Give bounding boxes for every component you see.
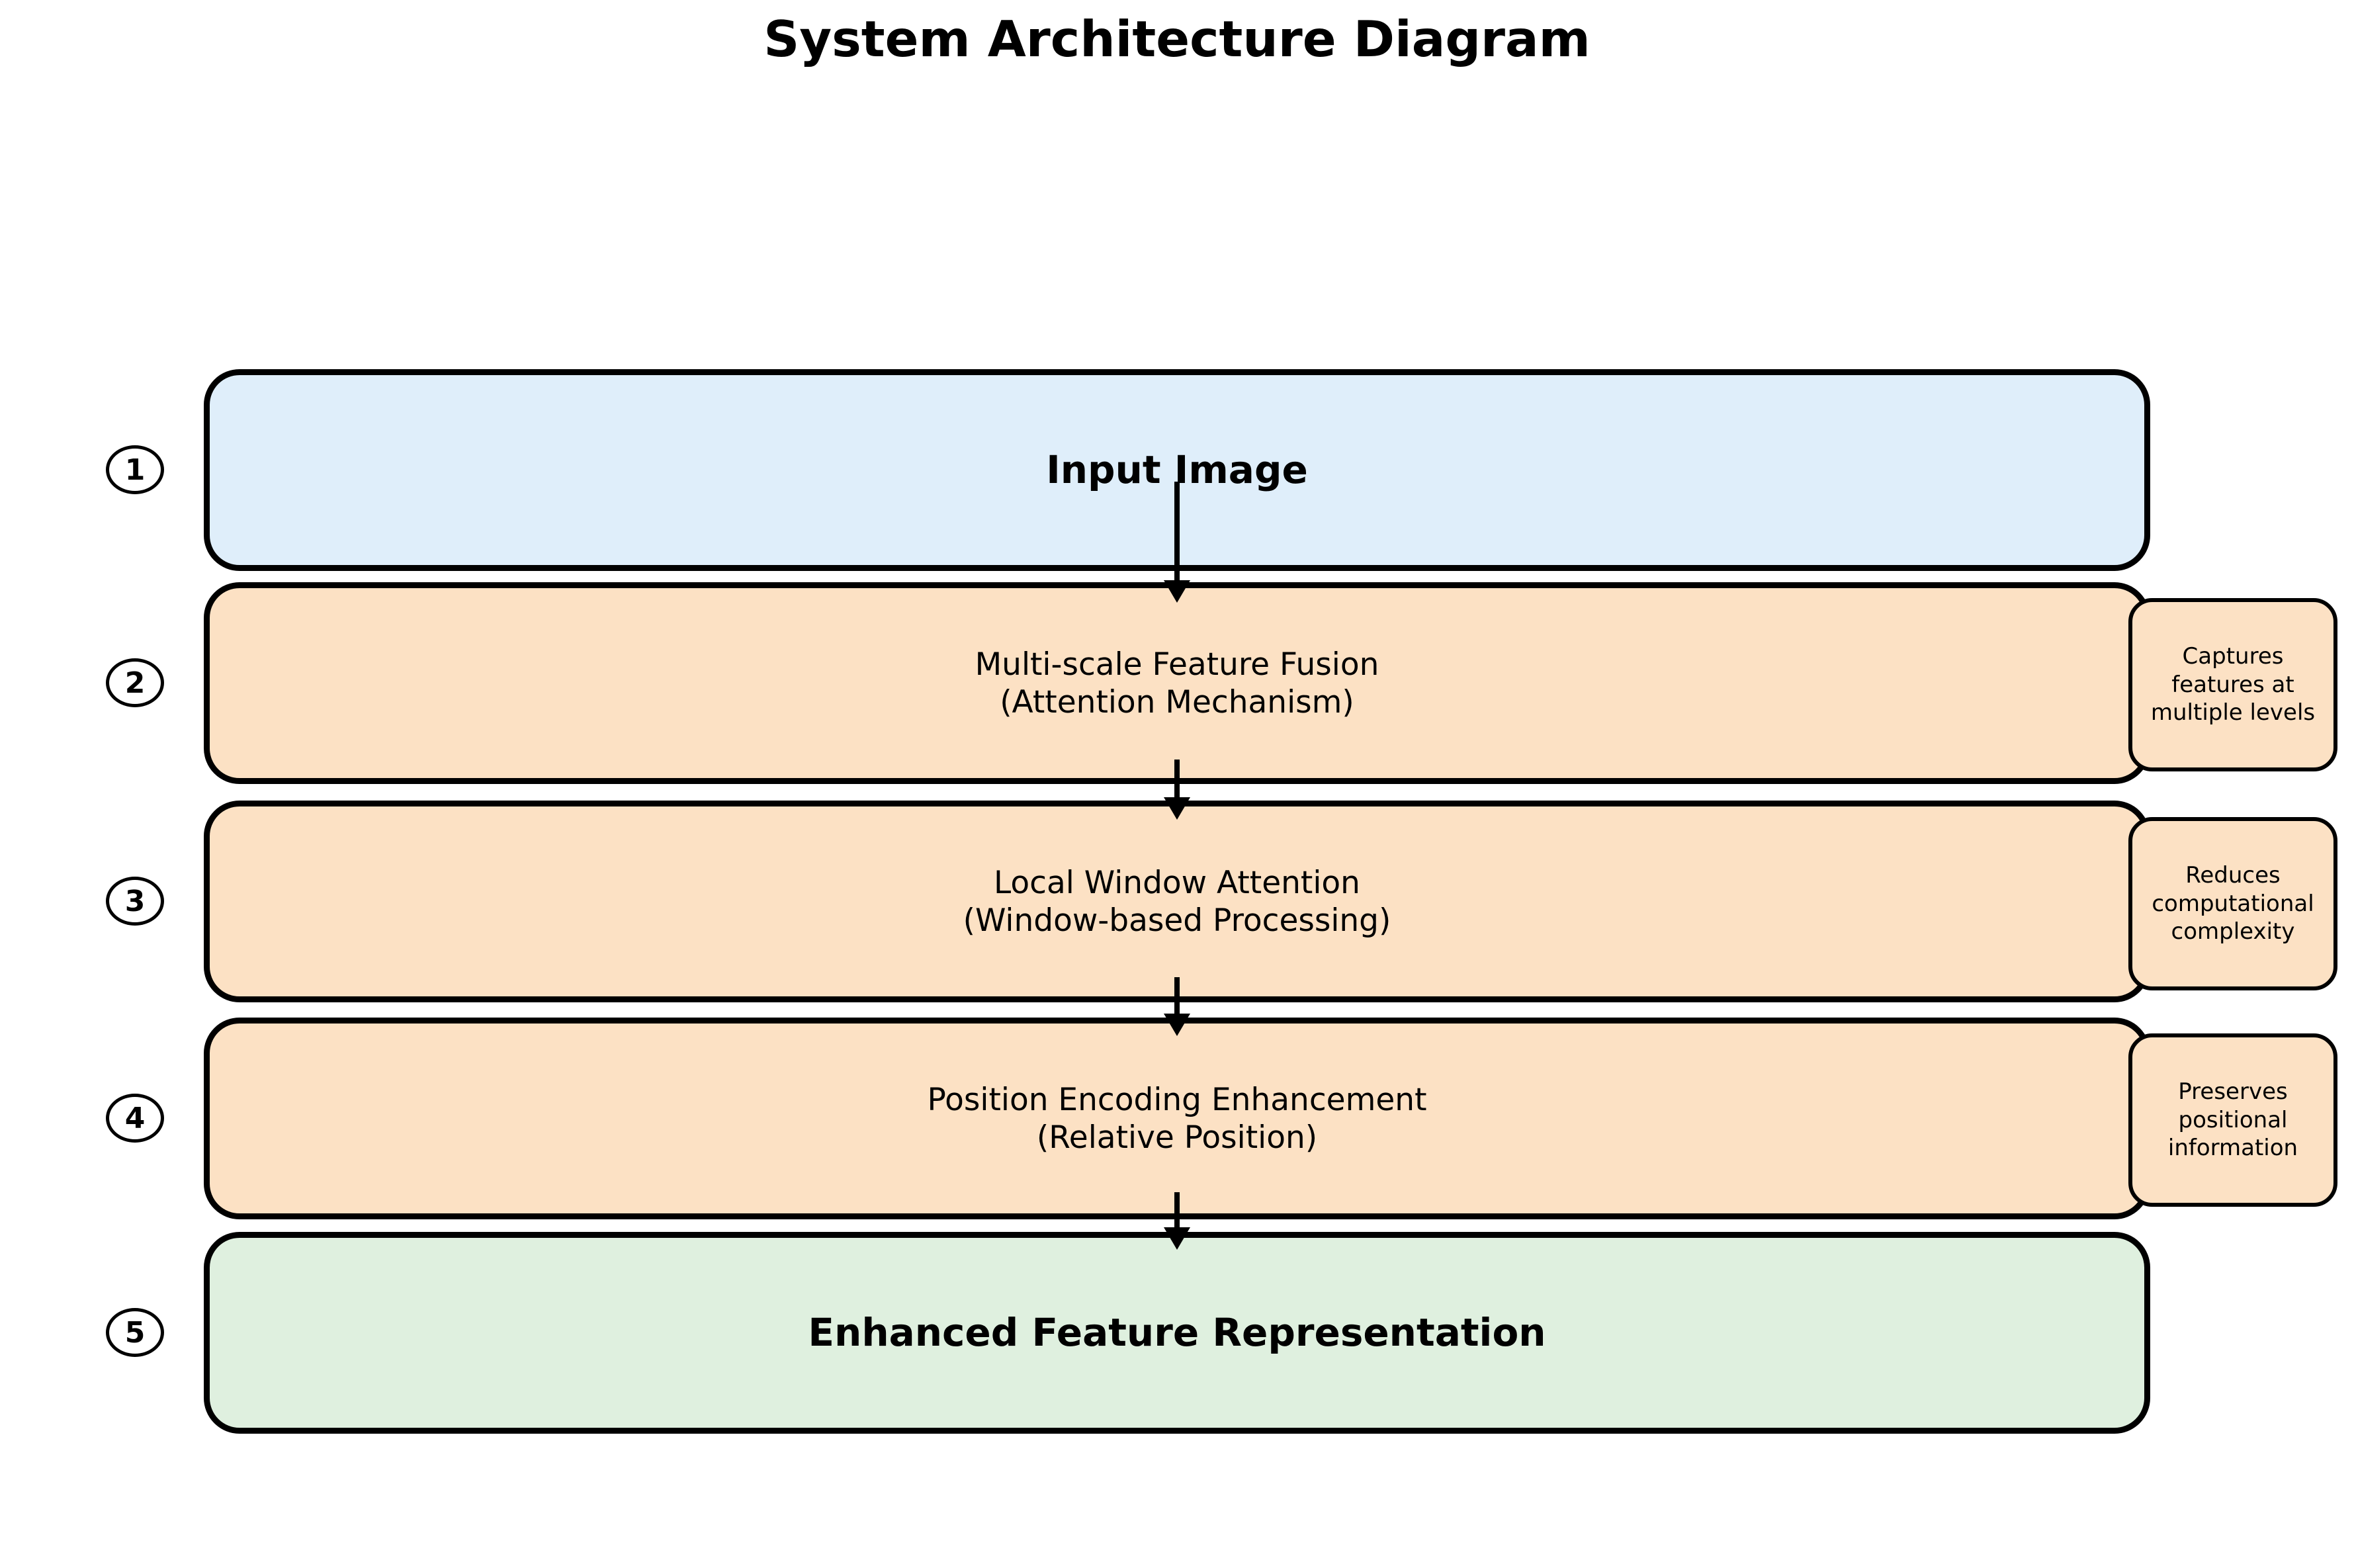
note-preserves-position: Preserves positional information [2128,1033,2337,1207]
box-local-window-attention: Local Window Attention (Window-based Pro… [204,801,2150,1002]
step-number: 1 [124,453,146,487]
step-number: 4 [124,1101,146,1135]
box-sublabel: (Relative Position) [1036,1119,1318,1156]
step-badge-5: 5 [106,1308,164,1357]
step-badge-2: 2 [106,658,164,707]
note-captures-features: Captures features at multiple levels [2128,598,2337,771]
box-position-encoding-enhancement: Position Encoding Enhancement (Relative … [204,1018,2150,1219]
step-number: 3 [124,884,146,918]
flow-arrow-1 [1174,482,1180,581]
box-label: Multi-scale Feature Fusion [975,646,1379,683]
page-title: System Architecture Diagram [763,10,1591,68]
box-label: Local Window Attention [994,864,1360,901]
box-enhanced-feature-representation: Enhanced Feature Representation [204,1232,2150,1434]
step-badge-3: 3 [106,877,164,926]
box-label: Position Encoding Enhancement [927,1081,1427,1118]
box-sublabel: (Attention Mechanism) [1000,683,1354,720]
step-number: 2 [124,666,146,700]
flow-arrow-4 [1174,1192,1180,1228]
box-sublabel: (Window-based Processing) [963,902,1391,939]
step-badge-1: 1 [106,445,164,494]
flow-arrow-3 [1174,977,1180,1014]
step-number: 5 [124,1315,146,1350]
step-badge-4: 4 [106,1094,164,1143]
note-reduces-complexity: Reduces computational complexity [2128,817,2337,990]
box-label: Enhanced Feature Representation [808,1309,1546,1355]
flow-arrow-2 [1174,760,1180,798]
box-multi-scale-feature-fusion: Multi-scale Feature Fusion (Attention Me… [204,582,2150,784]
